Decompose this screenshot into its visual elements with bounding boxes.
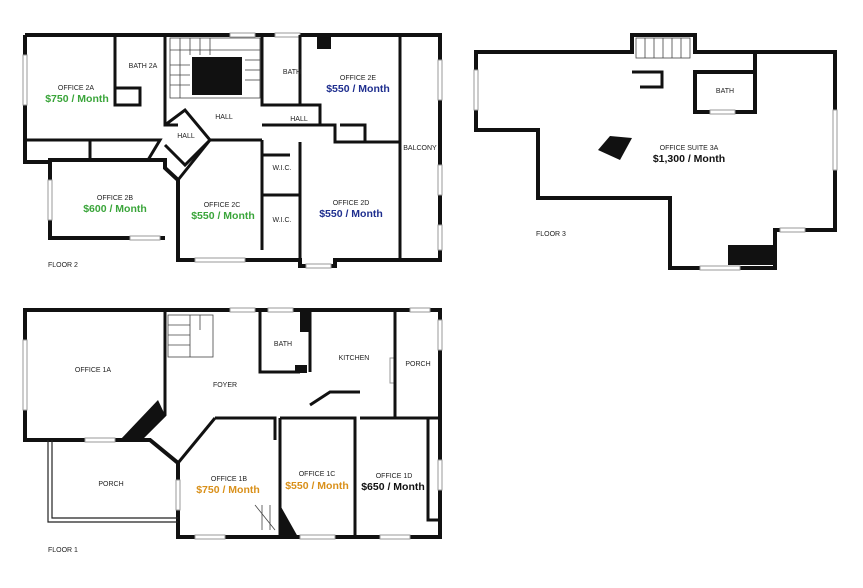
room-name-office-2a: OFFICE 2A [58,85,95,92]
room-price-office-2e: $550 / Month [326,83,390,95]
room-name-office-1d: OFFICE 1D [376,473,413,480]
floor-3-label: FLOOR 3 [536,231,566,238]
window [194,257,246,263]
room-name-hall-1: HALL [177,133,195,140]
room-name-office-2d: OFFICE 2D [333,200,370,207]
room-name-bath-1: BATH [274,341,292,348]
window [473,69,479,111]
window [229,307,256,313]
fixture [295,365,307,373]
window [175,479,181,511]
room-name-bath-2: BATH [283,69,301,76]
window [299,534,336,540]
room-name-office-2e: OFFICE 2E [340,75,377,82]
counter [728,245,773,265]
window [389,357,395,384]
window [22,339,28,411]
room-name-hall-3: HALL [290,116,308,123]
stairs [635,37,691,59]
chimney [317,35,331,49]
window [699,265,741,271]
window [409,307,431,313]
room-price-office-2b: $600 / Month [83,203,147,215]
floor-3-plan: BATH OFFICE SUITE 3A $1,300 / Month FLOO… [473,33,838,271]
chimney [300,310,310,332]
room-name-porch-1: PORCH [405,361,430,368]
room-name-hall-2: HALL [215,114,233,121]
room-name-foyer: FOYER [213,382,237,389]
fireplace [120,400,165,440]
fireplace [598,136,632,160]
window [437,319,443,351]
window [437,224,443,251]
window [274,32,301,38]
window [832,109,838,171]
stairs [169,37,261,99]
room-name-office-2b: OFFICE 2B [97,195,134,202]
stairs [167,314,276,531]
stair-landing [280,505,298,537]
room-name-office-1b: OFFICE 1B [211,476,248,483]
room-price-office-1b: $750 / Month [196,484,260,496]
window [22,54,28,106]
window [437,164,443,196]
room-name-office-1c: OFFICE 1C [299,471,336,478]
room-price-office-2d: $550 / Month [319,208,383,220]
room-price-office-2c: $550 / Month [191,210,255,222]
window [229,32,256,38]
window [379,534,411,540]
room-name-bath-2a: BATH 2A [129,63,158,70]
room-name-office-3a: OFFICE SUITE 3A [660,145,719,152]
room-price-office-1c: $550 / Month [285,480,349,492]
room-name-wic-2: W.I.C. [272,217,291,224]
window [84,437,116,443]
floor-2-plan: OFFICE 2A $750 / Month BATH 2A HALL HALL… [22,32,443,269]
floor-2-label: FLOOR 2 [48,262,78,269]
room-name-bath-3: BATH [716,88,734,95]
window [129,235,161,241]
room-name-office-2c: OFFICE 2C [204,202,241,209]
window [437,59,443,101]
room-price-office-3a: $1,300 / Month [653,153,725,165]
room-price-office-1d: $650 / Month [361,481,425,493]
window [194,534,226,540]
window [437,459,443,491]
room-name-balcony: BALCONY [403,145,437,152]
window [305,263,332,269]
stairwell-void [192,57,242,95]
window [47,179,53,221]
window [709,109,736,115]
window [779,227,806,233]
room-price-office-2a: $750 / Month [45,93,109,105]
room-name-porch-2: PORCH [98,481,123,488]
window [267,307,294,313]
room-name-office-1a: OFFICE 1A [75,367,112,374]
room-name-kitchen: KITCHEN [339,355,370,362]
floor-1-plan: OFFICE 1A BATH KITCHEN PORCH FOYER PORCH… [22,307,443,554]
room-name-wic-1: W.I.C. [272,165,291,172]
floor-1-label: FLOOR 1 [48,547,78,554]
